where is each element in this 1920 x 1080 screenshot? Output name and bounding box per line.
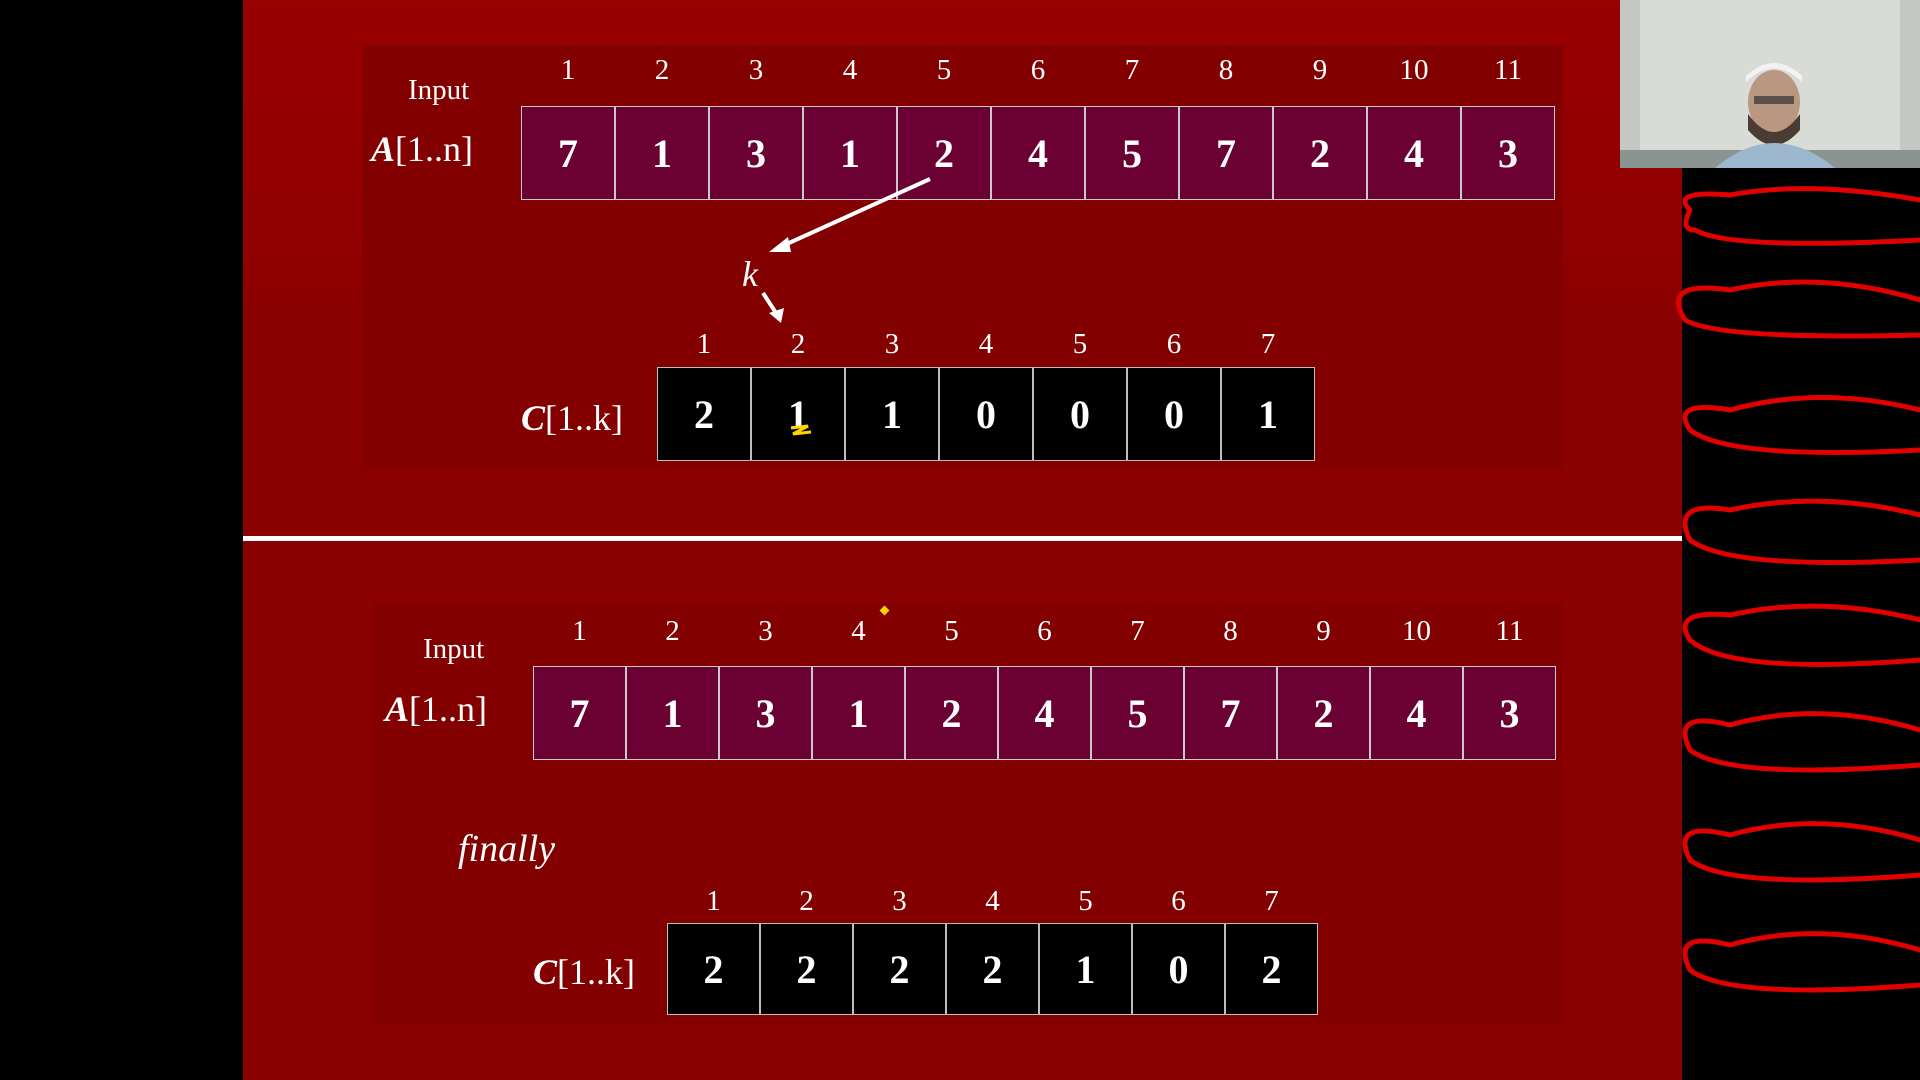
bottom-a-index: 8 [1223,615,1238,647]
top-c-index: 4 [978,328,994,360]
top-c-index: 5 [1072,328,1088,360]
bottom-c-index: 3 [892,885,907,917]
bottom-input-label: Input [423,633,485,665]
red-scribble-annotation [1676,186,1920,993]
bottom-a-cell: 7 [533,666,626,760]
top-a-cell: 5 [1085,106,1179,200]
top-a-cell: 3 [1461,106,1555,200]
top-a-cell: 2 [1273,106,1367,200]
top-c-index: 6 [1166,328,1182,360]
bottom-a-index: 10 [1402,615,1431,647]
top-c-label: C[1..k] [521,398,623,438]
bottom-a-index: 11 [1495,615,1524,647]
top-a-cell: 4 [1367,106,1461,200]
bottom-c-index: 5 [1078,885,1093,917]
presenter-video-icon [1620,0,1920,168]
top-c-index: 2 [790,328,806,360]
top-c-index: 1 [696,328,712,360]
top-a-cell: 4 [991,106,1085,200]
top-a-cell: 3 [709,106,803,200]
bottom-a-cell: 3 [1463,666,1556,760]
bottom-a-index: 2 [665,615,680,647]
top-c-cell: 1 [845,367,939,461]
top-c-cell: 2 [657,367,751,461]
bottom-a-cell: 2 [1277,666,1370,760]
bottom-c-cell: 2 [853,923,946,1015]
top-a-index: 5 [936,54,952,86]
top-a-label: A[1..n] [371,129,473,169]
top-c-cell: 0 [1033,367,1127,461]
bottom-a-index: 4 [851,615,866,647]
bottom-a-index: 1 [572,615,587,647]
bottom-a-cell: 7 [1184,666,1277,760]
top-a-cell: 7 [521,106,615,200]
bottom-a-cell: 4 [998,666,1091,760]
top-a-index: 3 [748,54,764,86]
bottom-c-label: C[1..k] [533,952,635,992]
bottom-c-index: 2 [799,885,814,917]
bottom-a-cell: 5 [1091,666,1184,760]
bottom-c-index: 4 [985,885,1000,917]
top-a-cell: 2 [897,106,991,200]
bottom-c-cell: 1 [1039,923,1132,1015]
top-a-index: 9 [1312,54,1328,86]
bottom-a-cell: 1 [812,666,905,760]
bottom-a-cell: 3 [719,666,812,760]
bottom-a-cell: 1 [626,666,719,760]
presenter-video [1620,0,1920,168]
top-a-index: 1 [560,54,576,86]
bottom-c-index: 6 [1171,885,1186,917]
bottom-a-index: 5 [944,615,959,647]
bottom-c-index: 1 [706,885,721,917]
yellow-underline-annotation [790,424,812,436]
top-c-cell: 0 [939,367,1033,461]
bottom-c-cell: 2 [946,923,1039,1015]
top-a-index: 11 [1494,54,1522,86]
k-label: k [742,254,758,294]
bottom-c-cell: 2 [760,923,853,1015]
top-c-index: 3 [884,328,900,360]
bottom-c-cell: 0 [1132,923,1225,1015]
bottom-c-index: 7 [1264,885,1279,917]
top-a-index: 4 [842,54,858,86]
bottom-a-cell: 4 [1370,666,1463,760]
top-a-cell: 7 [1179,106,1273,200]
bottom-a-index: 9 [1316,615,1331,647]
top-a-index: 6 [1030,54,1046,86]
top-c-cell: 1 [1221,367,1315,461]
bottom-a-cell: 2 [905,666,998,760]
bottom-c-cell: 2 [1225,923,1318,1015]
top-a-index: 7 [1124,54,1140,86]
bottom-c-cell: 2 [667,923,760,1015]
top-input-label: Input [408,74,470,106]
top-c-index: 7 [1260,328,1276,360]
bottom-a-index: 3 [758,615,773,647]
top-a-index: 10 [1399,54,1429,86]
top-a-cell: 1 [803,106,897,200]
finally-label: finally [458,828,556,870]
top-a-cell: 1 [615,106,709,200]
top-c-cell: 1 [751,367,845,461]
top-c-cell: 0 [1127,367,1221,461]
top-a-index: 8 [1218,54,1234,86]
pointer-arrows [761,177,931,323]
bottom-a-index: 6 [1037,615,1052,647]
bottom-a-index: 7 [1130,615,1145,647]
bottom-a-label: A[1..n] [385,689,487,729]
slide-divider [243,536,1682,541]
top-a-index: 2 [654,54,670,86]
